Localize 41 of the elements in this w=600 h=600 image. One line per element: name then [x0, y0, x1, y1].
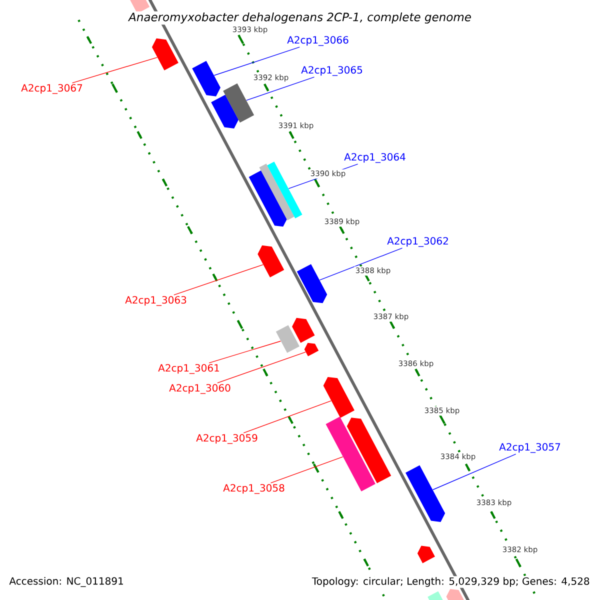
gene-label: A2cp1_3065 — [301, 66, 362, 76]
gene-label: A2cp1_3063 — [125, 296, 186, 306]
gene-block — [276, 325, 300, 353]
gene-label: A2cp1_3060 — [169, 384, 230, 394]
gene-label: A2cp1_3066 — [287, 36, 348, 46]
leader-line — [214, 46, 300, 76]
leader-line — [208, 340, 282, 364]
leader-line — [72, 57, 158, 84]
gene-feature — [406, 465, 446, 522]
gene-block — [326, 416, 376, 492]
leader-line — [243, 400, 332, 434]
gene-feature — [248, 170, 287, 227]
gene-feature — [258, 245, 284, 278]
gene-block — [223, 83, 254, 123]
gene-feature — [417, 546, 435, 564]
gene-feature — [446, 589, 466, 600]
gene-block — [259, 164, 294, 220]
gene-label: A2cp1_3057 — [499, 443, 560, 453]
gene-label: A2cp1_3062 — [387, 237, 448, 247]
gene-label: A2cp1_3064 — [344, 153, 406, 163]
leader-line — [432, 454, 516, 490]
gene-label: A2cp1_3059 — [196, 434, 258, 444]
gene-feature — [192, 60, 220, 96]
leader-line — [270, 456, 344, 484]
accession-text: Accession: NC_011891 — [9, 577, 123, 587]
gene-feature — [152, 38, 178, 70]
genome-info-text: Topology: circular; Length: 5,029,329 bp; Genes: 4,528 — [310, 576, 591, 588]
gene-label: A2cp1_3058 — [223, 484, 284, 494]
gene-feature — [292, 318, 315, 343]
gene-feature — [211, 94, 239, 128]
leader-line — [319, 248, 403, 280]
gene-label: A2cp1_3061 — [158, 364, 219, 374]
gene-feature — [304, 342, 319, 356]
leader-line — [174, 264, 264, 296]
gene-feature — [323, 376, 354, 418]
gene-block — [267, 162, 302, 218]
leader-line — [246, 76, 315, 101]
gene-feature — [346, 418, 392, 484]
gene-label: A2cp1_3067 — [21, 84, 82, 94]
gene-feature — [296, 264, 328, 304]
leader-line — [217, 352, 306, 384]
